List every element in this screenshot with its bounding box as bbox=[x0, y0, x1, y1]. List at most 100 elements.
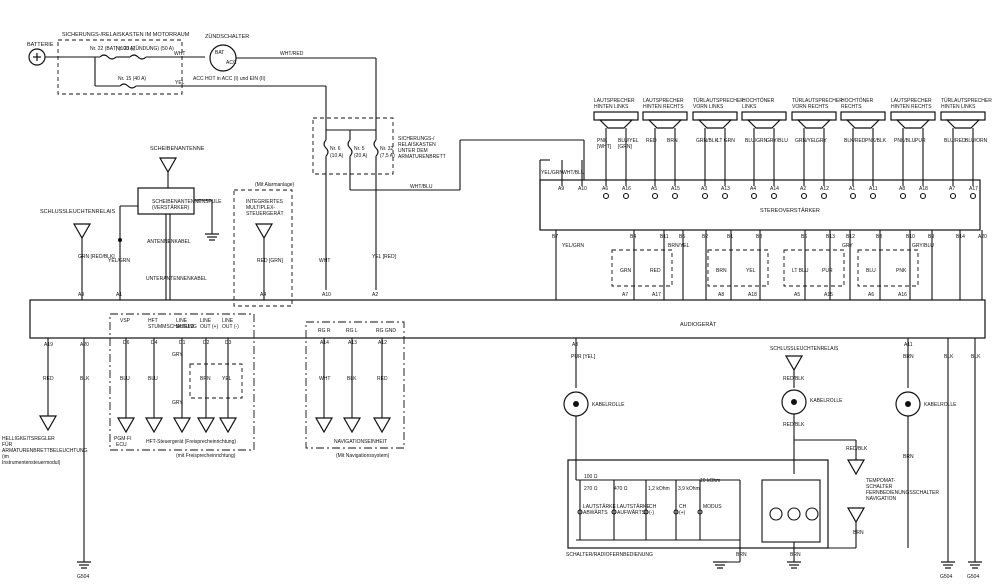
svg-text:(im: (im bbox=[2, 454, 9, 460]
remote-switch-label: (-) bbox=[649, 510, 654, 516]
amp-bpin-B6: B6 bbox=[801, 234, 807, 240]
svg-text:FÜR: FÜR bbox=[2, 441, 13, 448]
hft-wire: BLU bbox=[148, 376, 158, 382]
audio-pin: A8 bbox=[718, 292, 724, 298]
amp-pin-A16: A16 bbox=[622, 186, 631, 192]
remote-switch-label: LAUTSTÄRKE bbox=[617, 503, 650, 510]
amp-pin-A15: A15 bbox=[671, 186, 680, 192]
hft-connector bbox=[116, 417, 136, 434]
svg-text:PUR [YEL]: PUR [YEL] bbox=[571, 354, 596, 360]
mux-control-unit: (Mit Alarmanlage) INTEGRIERTES MULTIPLEX… bbox=[233, 182, 295, 307]
hft-wire: GRY bbox=[172, 400, 183, 406]
svg-text:(mit Freisprecheinrichtung): (mit Freisprecheinrichtung) bbox=[176, 453, 236, 459]
pair-wire: PNK bbox=[896, 268, 907, 274]
amp-bpin-B8: B8 bbox=[756, 234, 762, 240]
svg-text:SCHALTER: SCHALTER bbox=[866, 484, 893, 490]
speaker-label: VORN LINKS bbox=[693, 104, 724, 110]
amp-bpin-B14: B14 bbox=[956, 234, 965, 240]
nav-wire: BLK bbox=[347, 376, 357, 382]
svg-text:HELLIGKEITSREGLER: HELLIGKEITSREGLER bbox=[2, 436, 55, 442]
speaker-label: LINKS bbox=[742, 104, 757, 110]
amp-pin-A13: A13 bbox=[721, 186, 730, 192]
amp-bpin-B2: B2 bbox=[702, 234, 708, 240]
pgm-fi-ecu: PGM-FI bbox=[114, 436, 132, 442]
hft-wire: BRN bbox=[200, 376, 211, 382]
svg-text:Nr. 32: Nr. 32 bbox=[380, 146, 394, 152]
fuse-15-label: Nr. 15 (40 A) bbox=[118, 76, 146, 82]
audio-pin-A1: A1 bbox=[116, 292, 122, 298]
ground-g504-right-1: G504 bbox=[940, 561, 955, 580]
svg-text:BLK: BLK bbox=[944, 354, 954, 360]
cable-reel-2: SCHLUSSLEUCHTENRELAIS RED/BLK KABELROLLE… bbox=[770, 346, 868, 476]
amp-terminal bbox=[820, 192, 828, 200]
hft-pin-label: OUT (-) bbox=[222, 324, 239, 330]
audio-pin: A5 bbox=[794, 292, 800, 298]
svg-text:Nr. 6: Nr. 6 bbox=[330, 146, 341, 152]
svg-text:RED/BLK: RED/BLK bbox=[783, 376, 805, 382]
amp-yel-grn: YEL/GRN bbox=[541, 170, 563, 176]
window-antenna: SCHEIBENANTENNE SCHEIBENANTENNENSPULE (V… bbox=[108, 146, 222, 300]
pair-wire: PUR bbox=[822, 268, 833, 274]
amp-pin-A6: A6 bbox=[602, 186, 608, 192]
svg-text:BLK: BLK bbox=[80, 376, 90, 382]
fuse-6: Nr. 6 (10 A) bbox=[323, 139, 344, 159]
svg-text:WHT: WHT bbox=[319, 258, 330, 264]
audio-pin-A2: A2 bbox=[372, 292, 378, 298]
speaker-wire-2: PUR bbox=[915, 138, 926, 144]
svg-text:(Mit Navigationssystem): (Mit Navigationssystem) bbox=[336, 453, 390, 459]
svg-text:G504: G504 bbox=[77, 574, 89, 580]
pair-wire: BLU bbox=[866, 268, 876, 274]
svg-text:(7,5 A): (7,5 A) bbox=[380, 153, 395, 159]
amp-terminal bbox=[721, 192, 729, 200]
svg-text:3,9 kOhm: 3,9 kOhm bbox=[678, 486, 700, 492]
amp-pin-A3: A3 bbox=[701, 186, 707, 192]
amp-terminal bbox=[701, 192, 709, 200]
engine-fuse-box: SICHERUNGS-/RELAISKASTEN IM MOTORRAUM Nr… bbox=[57, 32, 190, 95]
audio-pin-A9: A9 bbox=[78, 292, 84, 298]
fuse-23-label: Nr. 23 (ZÜNDUNG) (50 A) bbox=[116, 45, 174, 52]
speaker-label: TÜRLAUTSPRECHER bbox=[693, 97, 744, 104]
hft-pin-label: LINE bbox=[222, 318, 234, 324]
speaker-label: HINTEN LINKS bbox=[594, 104, 629, 110]
svg-text:G504: G504 bbox=[940, 574, 952, 580]
remote-switch-label: (+) bbox=[679, 510, 686, 516]
amp-pin-A10: A10 bbox=[578, 186, 587, 192]
pair-wire: RED bbox=[650, 268, 661, 274]
svg-text:BLK: BLK bbox=[971, 354, 981, 360]
remote-switch-box: SCHALTER/RADIOFERNBEDIENUNG 100 Ω 270 Ω … bbox=[566, 459, 829, 558]
speaker-wire-1: PNK/BLU bbox=[894, 138, 916, 144]
svg-text:BRN: BRN bbox=[736, 552, 747, 558]
svg-text:UNTER DEM: UNTER DEM bbox=[398, 148, 428, 154]
nav-connector bbox=[342, 417, 362, 434]
amp-terminal bbox=[800, 192, 808, 200]
hft-pin-label: OUT (+) bbox=[200, 324, 218, 330]
svg-text:NAVIGATIONSEINHEIT: NAVIGATIONSEINHEIT bbox=[334, 439, 387, 445]
amp-pin-A11: A11 bbox=[869, 186, 878, 192]
hft-connector bbox=[144, 417, 164, 434]
speaker-wire-1: BLU/RED bbox=[944, 138, 966, 144]
svg-text:FERNBEDIENUNGSSCHALTER: FERNBEDIENUNGSSCHALTER bbox=[866, 490, 939, 496]
wire-wht-label: WHT bbox=[174, 51, 185, 57]
svg-text:BRN: BRN bbox=[790, 552, 801, 558]
amp-bwire: YEL/GRN bbox=[562, 243, 584, 249]
svg-text:RED [GRN]: RED [GRN] bbox=[257, 258, 283, 264]
amp-bpin-B10: B10 bbox=[906, 234, 915, 240]
amp-terminal bbox=[602, 192, 610, 200]
svg-text:RED/BLK: RED/BLK bbox=[846, 446, 868, 452]
amp-label: STEREOVERSTÄRKER bbox=[760, 207, 820, 214]
speaker-label: HINTEN LINKS bbox=[941, 104, 976, 110]
ground-remote bbox=[713, 561, 727, 569]
ground-g504-left: G504 bbox=[77, 561, 91, 580]
speaker-wire-2: [GRN] bbox=[618, 144, 633, 150]
amp-bpin-B3: B3 bbox=[876, 234, 882, 240]
hft-pin-label: LINE bbox=[200, 318, 212, 324]
audio-pin-A3: A3 bbox=[572, 342, 578, 348]
speaker-label: LAUTSPRECHER bbox=[643, 98, 684, 104]
